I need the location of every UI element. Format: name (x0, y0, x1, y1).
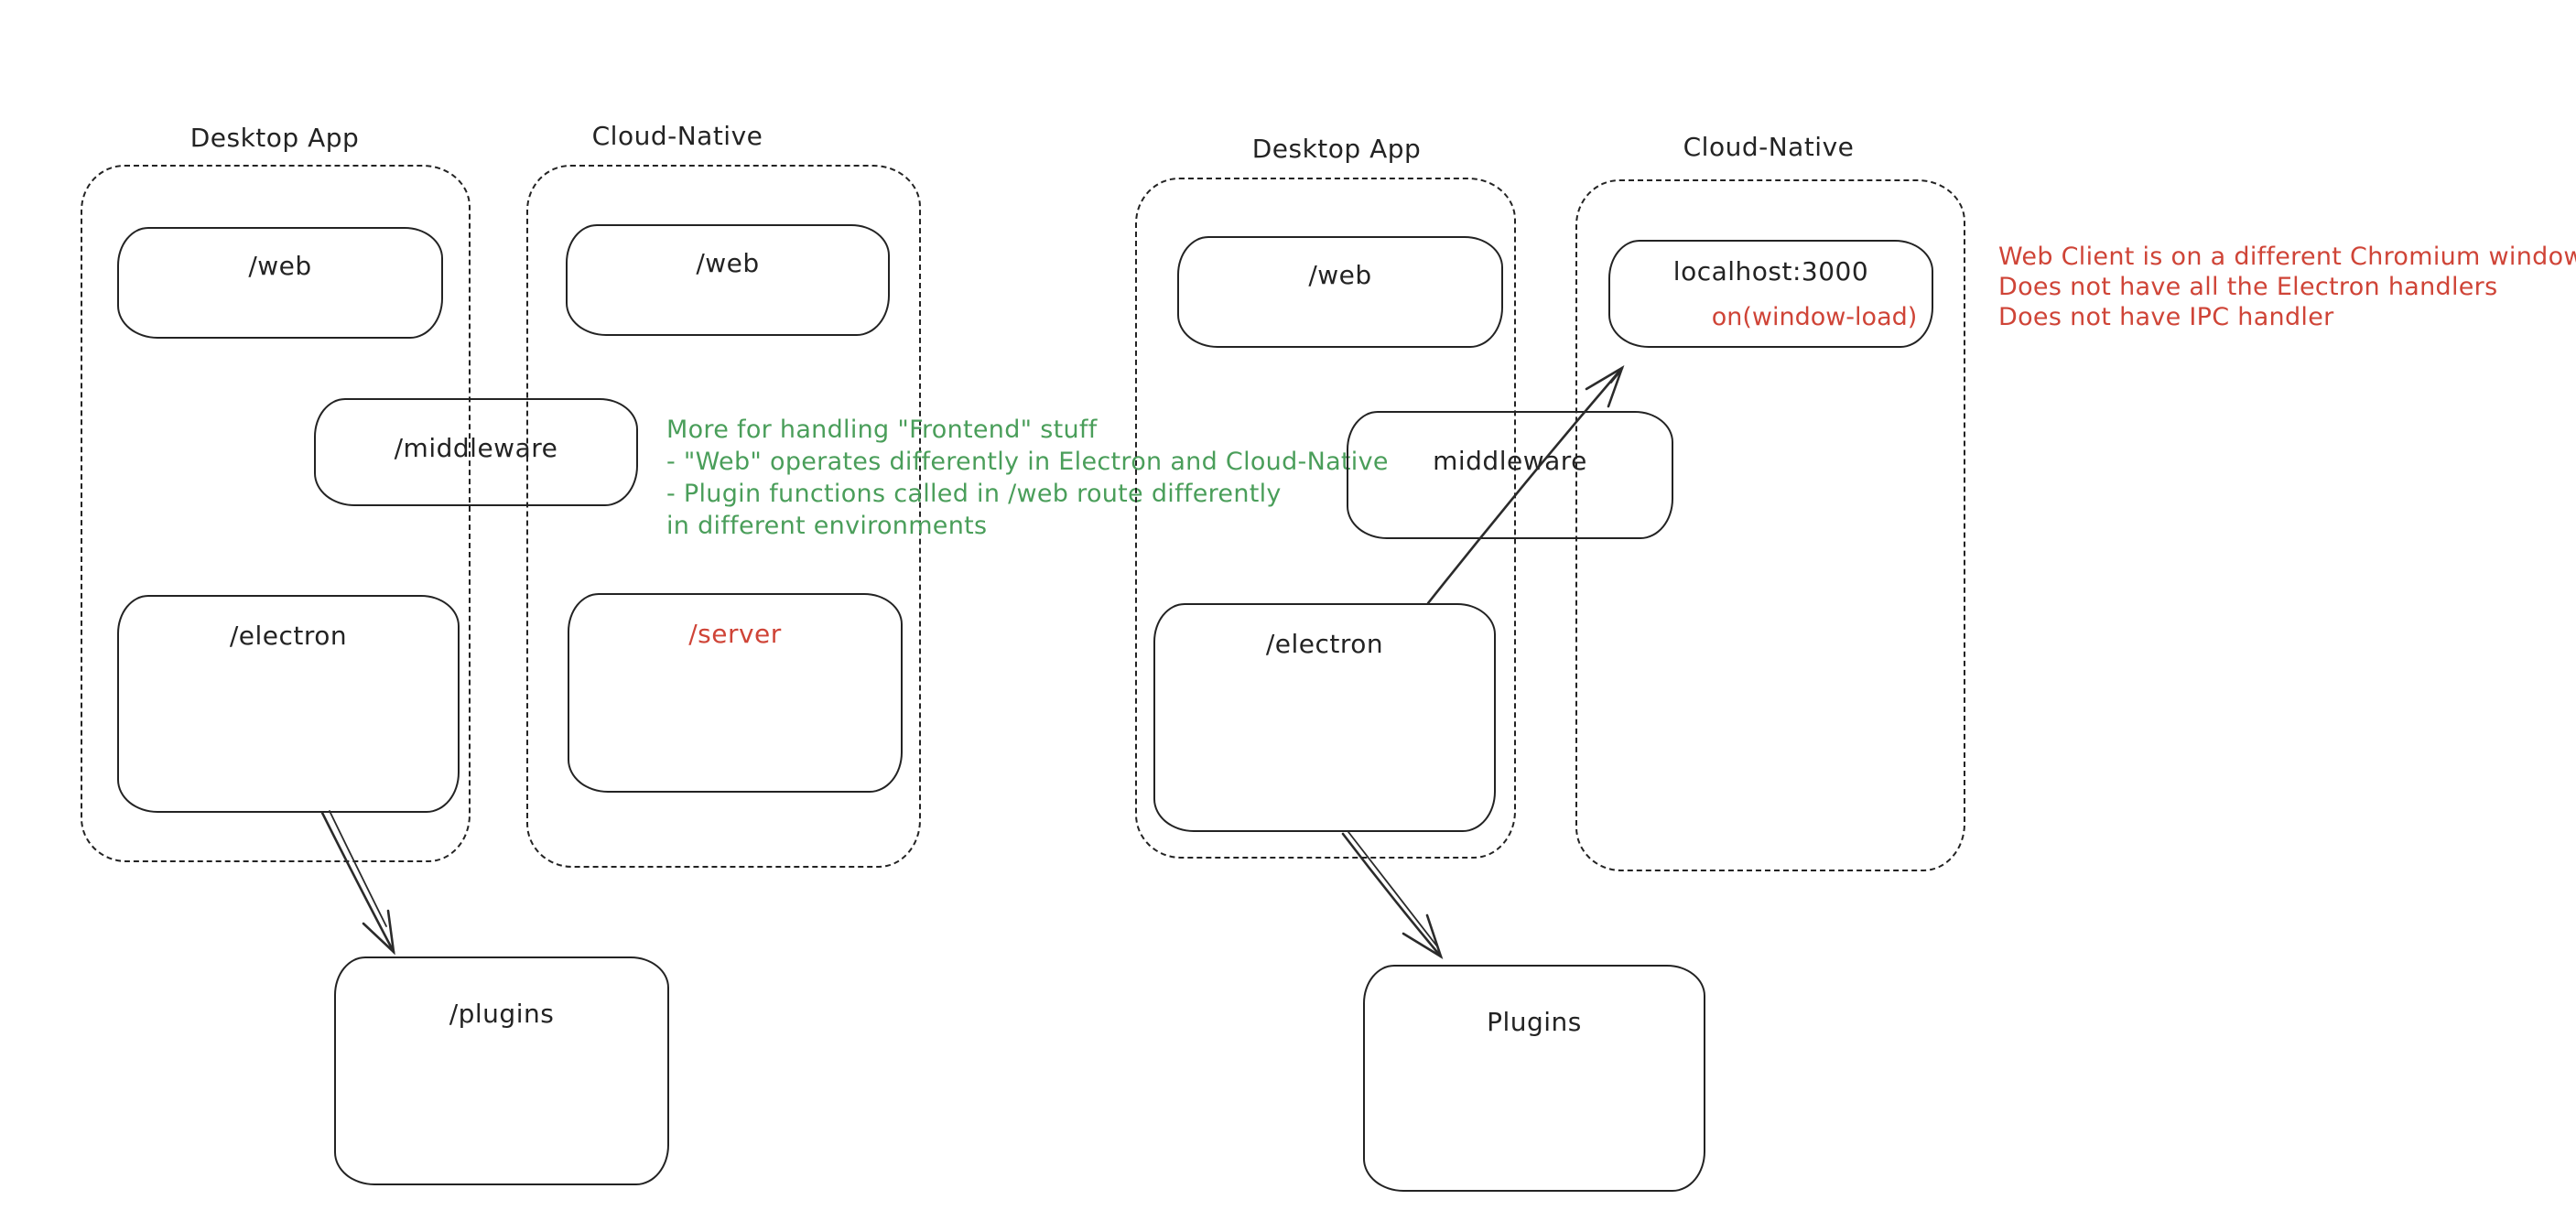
green-annotation[interactable]: More for handling "Frontend" stuff - "We… (666, 414, 1389, 542)
green-annotation-line: More for handling "Frontend" stuff (666, 416, 1098, 444)
right-cloud-native-label[interactable]: Cloud-Native (1683, 132, 1855, 162)
left-cloud-web-box[interactable]: /web (566, 224, 890, 336)
left-electron-label: /electron (229, 621, 348, 651)
left-cloud-native-label[interactable]: Cloud-Native (591, 121, 763, 151)
left-plugins-box[interactable]: /plugins (334, 956, 669, 1185)
right-electron-label: /electron (1265, 629, 1384, 659)
left-electron-box[interactable]: /electron (117, 595, 460, 813)
localhost-label: localhost:3000 (1672, 256, 1869, 286)
left-cloud-native-container[interactable] (526, 165, 921, 868)
localhost-box[interactable]: localhost:3000 on(window-load) (1608, 240, 1933, 348)
left-desktop-web-box[interactable]: /web (117, 227, 443, 339)
left-server-box[interactable]: /server (568, 593, 903, 793)
green-annotation-line: in different environments (666, 512, 988, 540)
left-desktop-app-container[interactable] (81, 165, 471, 862)
right-plugins-label: Plugins (1487, 1007, 1582, 1037)
red-annotation-line: Does not have IPC handler (1998, 303, 2334, 331)
right-middleware-label: middleware (1433, 446, 1587, 476)
green-annotation-line: - Plugin functions called in /web route … (666, 480, 1282, 508)
on-window-load-label: on(window-load) (1711, 303, 1918, 331)
red-annotation-line: Does not have all the Electron handlers (1998, 273, 2498, 301)
right-desktop-web-box[interactable]: /web (1177, 236, 1503, 348)
left-middleware-label: /middleware (394, 433, 558, 463)
right-electron-box[interactable]: /electron (1153, 603, 1496, 832)
right-middleware-box[interactable]: middleware (1347, 411, 1673, 539)
green-annotation-line: - "Web" operates differently in Electron… (666, 448, 1389, 476)
left-cloud-web-label: /web (696, 248, 760, 278)
right-plugins-box[interactable]: Plugins (1363, 965, 1705, 1192)
left-desktop-web-label: /web (248, 251, 312, 281)
left-plugins-label: /plugins (449, 999, 555, 1029)
left-middleware-box[interactable]: /middleware (314, 398, 638, 506)
left-desktop-app-label[interactable]: Desktop App (189, 123, 360, 153)
right-desktop-web-label: /web (1308, 260, 1372, 290)
red-annotation-line: Web Client is on a different Chromium wi… (1998, 243, 2576, 271)
right-desktop-app-label[interactable]: Desktop App (1251, 134, 1422, 164)
left-server-label: /server (688, 619, 782, 649)
red-annotation[interactable]: Web Client is on a different Chromium wi… (1998, 242, 2576, 332)
